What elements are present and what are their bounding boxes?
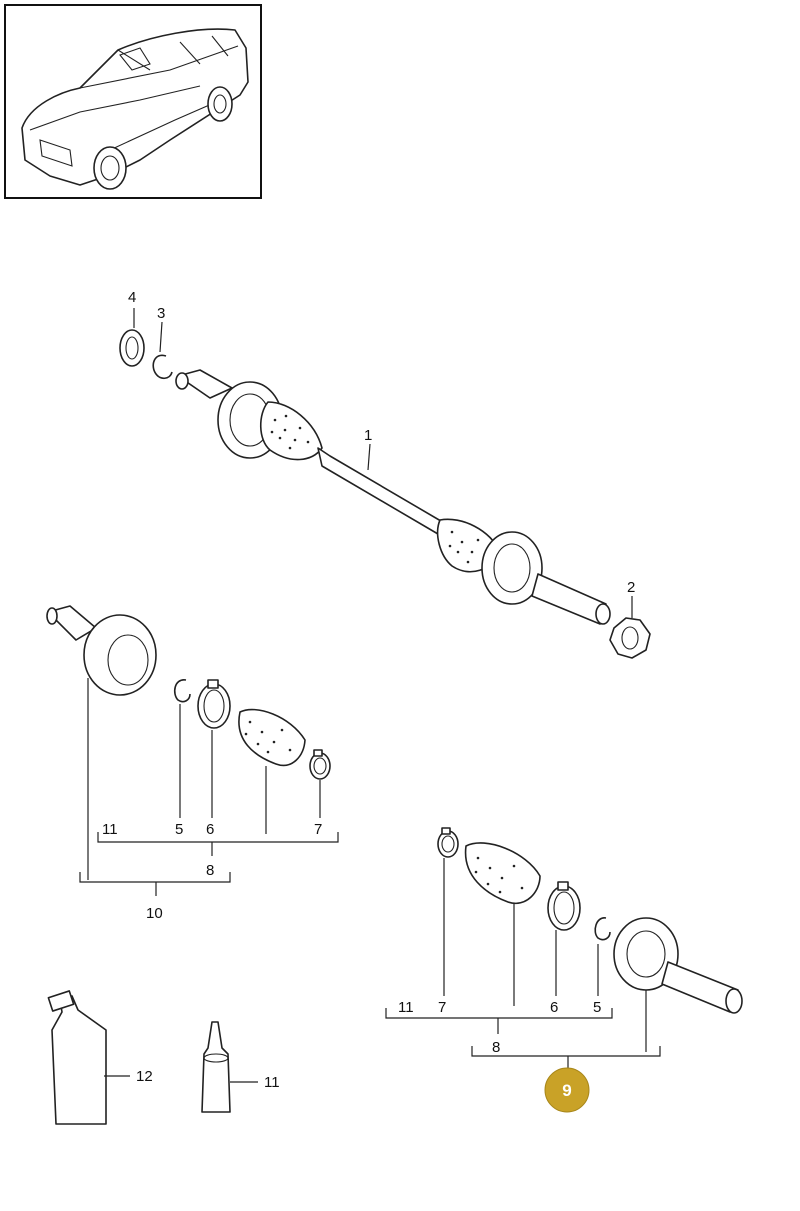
vehicle-thumbnail[interactable] [4,4,262,199]
label-shaft: 1 [364,427,372,444]
label-seal-ring: 4 [128,289,136,306]
label-left-8: 8 [206,862,214,879]
label-nut: 2 [627,579,635,596]
grease-tube-part[interactable] [47,990,107,1125]
label-right-8: 8 [492,1039,500,1056]
highlight-callout-9[interactable]: 9 [544,1067,590,1113]
circlip-part-top[interactable] [152,354,173,380]
label-left-7: 7 [314,821,322,838]
circlip-part-left[interactable] [173,679,191,703]
label-grease-tube: 12 [136,1068,153,1085]
label-right-11: 11 [398,999,414,1016]
label-right-9: 9 [562,1081,571,1100]
sealant-bottle-part[interactable] [201,1021,231,1113]
boot-left[interactable] [238,708,306,767]
clamp-large-right[interactable] [547,881,581,931]
seal-ring-part[interactable] [119,329,145,367]
outer-joint-kit-right[interactable] [613,917,743,1014]
circlip-part-right[interactable] [594,917,611,941]
label-sealant-bottle: 11 [264,1074,280,1091]
highlight-circle [544,1067,590,1113]
boot-right[interactable] [464,842,541,905]
axle-nut-part[interactable] [609,617,651,659]
car-icon [21,28,249,190]
inner-boot-texture [270,414,310,450]
leader-lines [79,308,661,1083]
inner-joint-kit-left[interactable] [46,605,157,696]
label-left-5: 5 [175,821,183,838]
outer-boot-texture [448,530,488,564]
label-right-7: 7 [438,999,446,1016]
label-circlip-top: 3 [157,305,165,322]
clamp-large-left[interactable] [197,679,231,729]
label-right-5: 5 [593,999,601,1016]
clamp-small-left[interactable] [309,749,331,780]
clamp-small-right[interactable] [437,827,459,858]
label-left-6: 6 [206,821,214,838]
label-right-6: 6 [550,999,558,1016]
drive-shaft-assembly[interactable] [175,369,611,625]
callout-labels: 4 3 1 2 11 5 6 7 8 10 11 7 6 5 8 12 11 [102,289,635,1091]
label-left-11: 11 [102,821,118,838]
label-left-10: 10 [146,905,163,922]
